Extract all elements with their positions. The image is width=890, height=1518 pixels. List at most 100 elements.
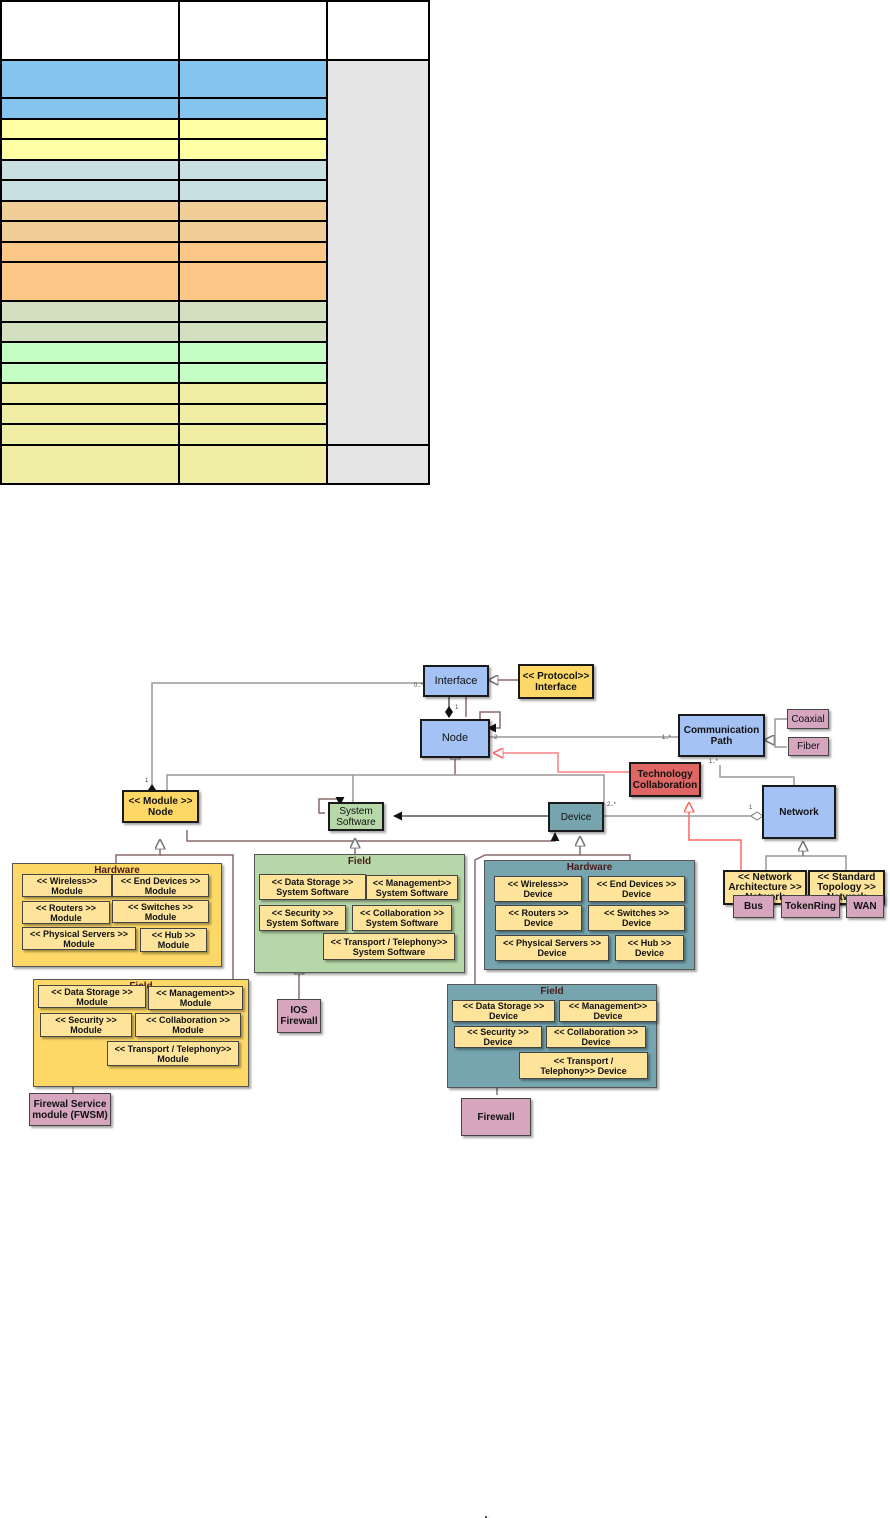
wan-label: WAN (853, 901, 877, 912)
class-label: System Software (352, 946, 426, 957)
table-cell (0, 443, 180, 486)
stereotype-label: << End Devices >> (120, 875, 201, 886)
class-label: System Software (375, 887, 449, 898)
module-hardware-item[interactable]: << Routers >>Module (22, 901, 110, 924)
connector-commpath-network (719, 765, 795, 785)
interface-box[interactable]: Interface (423, 665, 489, 697)
coaxial-label: Coaxial (791, 713, 825, 725)
color-legend-table (0, 0, 430, 486)
bus-box[interactable]: Bus (733, 895, 774, 918)
tokenring-box[interactable]: TokenRing (781, 895, 840, 918)
stereotype-label: << Routers >> (35, 902, 97, 913)
device-hardware-item[interactable]: << Physical Servers >>Device (495, 935, 609, 961)
table-cell (178, 320, 328, 344)
communication-path-box[interactable]: Communication Path (678, 714, 765, 757)
multiplicity-label: 1 (455, 705, 459, 711)
system-field-item[interactable]: << Management>>System Software (366, 875, 458, 900)
table-cell (0, 341, 180, 364)
module-hardware-item[interactable]: << Hub >>Module (140, 928, 207, 952)
table-cell (0, 261, 180, 303)
fwsm-box[interactable]: Firewal Service module (FWSM) (29, 1093, 111, 1126)
stereotype-label: << Hub >> (627, 938, 672, 948)
class-label: Module (63, 938, 95, 949)
class-label: Node (148, 806, 173, 818)
group-title: Field (540, 986, 564, 997)
device-field-item[interactable]: << Security >>Device (454, 1026, 542, 1048)
stereotype-label: << Collaboration >> (553, 1027, 639, 1037)
module-field-item[interactable]: << Transport / Telephony>>Module (107, 1041, 239, 1066)
network-label: Network (779, 806, 819, 818)
stereotype-label: << Data Storage >> (51, 986, 133, 997)
connector-netarch-collab (689, 803, 742, 870)
table-cell (178, 423, 328, 446)
system-software-box[interactable]: System Software (328, 802, 384, 831)
module-field-item[interactable]: << Collaboration >>Module (135, 1013, 241, 1037)
group-title: Hardware (566, 862, 613, 873)
class-label: Module (179, 998, 212, 1008)
table-cell (178, 138, 328, 161)
node-box[interactable]: Node (420, 719, 490, 758)
multiplicity-label: 1 (145, 778, 149, 784)
system-field-item[interactable]: << Collaboration >>System Software (352, 905, 452, 931)
device-hardware-item[interactable]: << Routers >>Device (495, 905, 582, 931)
stereotype-label: Topology >> (817, 881, 876, 893)
connector-coaxial-commpath (765, 718, 787, 740)
multiplicity-label: 2 (494, 735, 498, 741)
class-label: Device (523, 889, 553, 899)
class-label: Device (621, 889, 652, 899)
table-cell (0, 402, 180, 426)
device-hardware-item[interactable]: << Hub >>Device (615, 935, 684, 961)
module-field-item[interactable]: << Management>>Module (148, 986, 243, 1010)
class-label: Module (76, 996, 108, 1007)
stereotype-label: << Data Storage >> (271, 877, 354, 887)
tokenring-label: TokenRing (785, 901, 836, 912)
class-label: System Software (276, 887, 349, 897)
ios-firewall-label: IOS (290, 1005, 308, 1016)
module-node-box[interactable]: << Module >> Node (122, 790, 199, 823)
stereotype-label: Architecture >> (728, 881, 802, 893)
technology-collaboration-box[interactable]: Technology Collaboration (629, 762, 701, 797)
stereotype-label: << Standard (817, 871, 876, 883)
module-hardware-item[interactable]: << Wireless>>Module (22, 874, 112, 897)
ios-firewall-box[interactable]: IOS Firewall (277, 999, 321, 1033)
firewall-box[interactable]: Firewall (461, 1098, 531, 1136)
table-row (0, 138, 429, 161)
device-hardware-item[interactable]: << Wireless>>Device (494, 876, 582, 902)
device-box[interactable]: Device (548, 802, 604, 832)
module-hardware-item[interactable]: << Switches >>Module (112, 900, 209, 923)
fiber-box[interactable]: Fiber (788, 737, 829, 756)
stereotype-label: << Security >> (271, 908, 334, 918)
connector-node-self (479, 711, 501, 733)
device-field-item[interactable]: << Transport /Telephony>> Device (519, 1052, 648, 1079)
fiber-label: Fiber (797, 741, 820, 752)
table-row (0, 241, 429, 264)
stereotype-label: << Physical Servers >> (502, 938, 602, 948)
class-label: Telephony>> Device (540, 1065, 627, 1076)
device-hardware-item[interactable]: << End Devices >>Device (588, 876, 685, 902)
connector-modulehw-module (115, 840, 160, 863)
multiplicity-label: 1..* (709, 759, 719, 765)
device-field-item[interactable]: << Data Storage >>Device (452, 1000, 555, 1022)
stereotype-label: << Management>> (568, 1001, 648, 1011)
protocol-interface-box[interactable]: << Protocol>> Interface (518, 664, 594, 699)
coaxial-box[interactable]: Coaxial (787, 709, 829, 729)
module-hardware-item[interactable]: << End Devices >>Module (112, 874, 209, 897)
device-field-item[interactable]: << Management>>Device (559, 1000, 657, 1022)
module-field-item[interactable]: << Data Storage >>Module (38, 985, 146, 1008)
device-hardware-item[interactable]: << Switches >>Device (588, 905, 685, 931)
connector-collab-node (494, 753, 630, 773)
wan-box[interactable]: WAN (846, 895, 884, 918)
system-field-item[interactable]: << Data Storage >>System Software (259, 874, 366, 900)
table-header-cell (178, 0, 328, 62)
device-field-item[interactable]: << Collaboration >>Device (546, 1026, 646, 1048)
table-row (0, 220, 429, 243)
system-field-item[interactable]: << Security >>System Software (259, 905, 346, 931)
module-field-item[interactable]: << Security >>Module (40, 1013, 132, 1037)
module-hardware-item[interactable]: << Physical Servers >>Module (22, 927, 136, 950)
class-label: Device (483, 1037, 513, 1047)
table-cell (178, 241, 328, 264)
device-label: Device (560, 811, 592, 823)
network-box[interactable]: Network (762, 785, 836, 839)
class-label: Device (523, 918, 554, 928)
system-field-item[interactable]: << Transport / Telephony>>System Softwar… (323, 933, 455, 960)
